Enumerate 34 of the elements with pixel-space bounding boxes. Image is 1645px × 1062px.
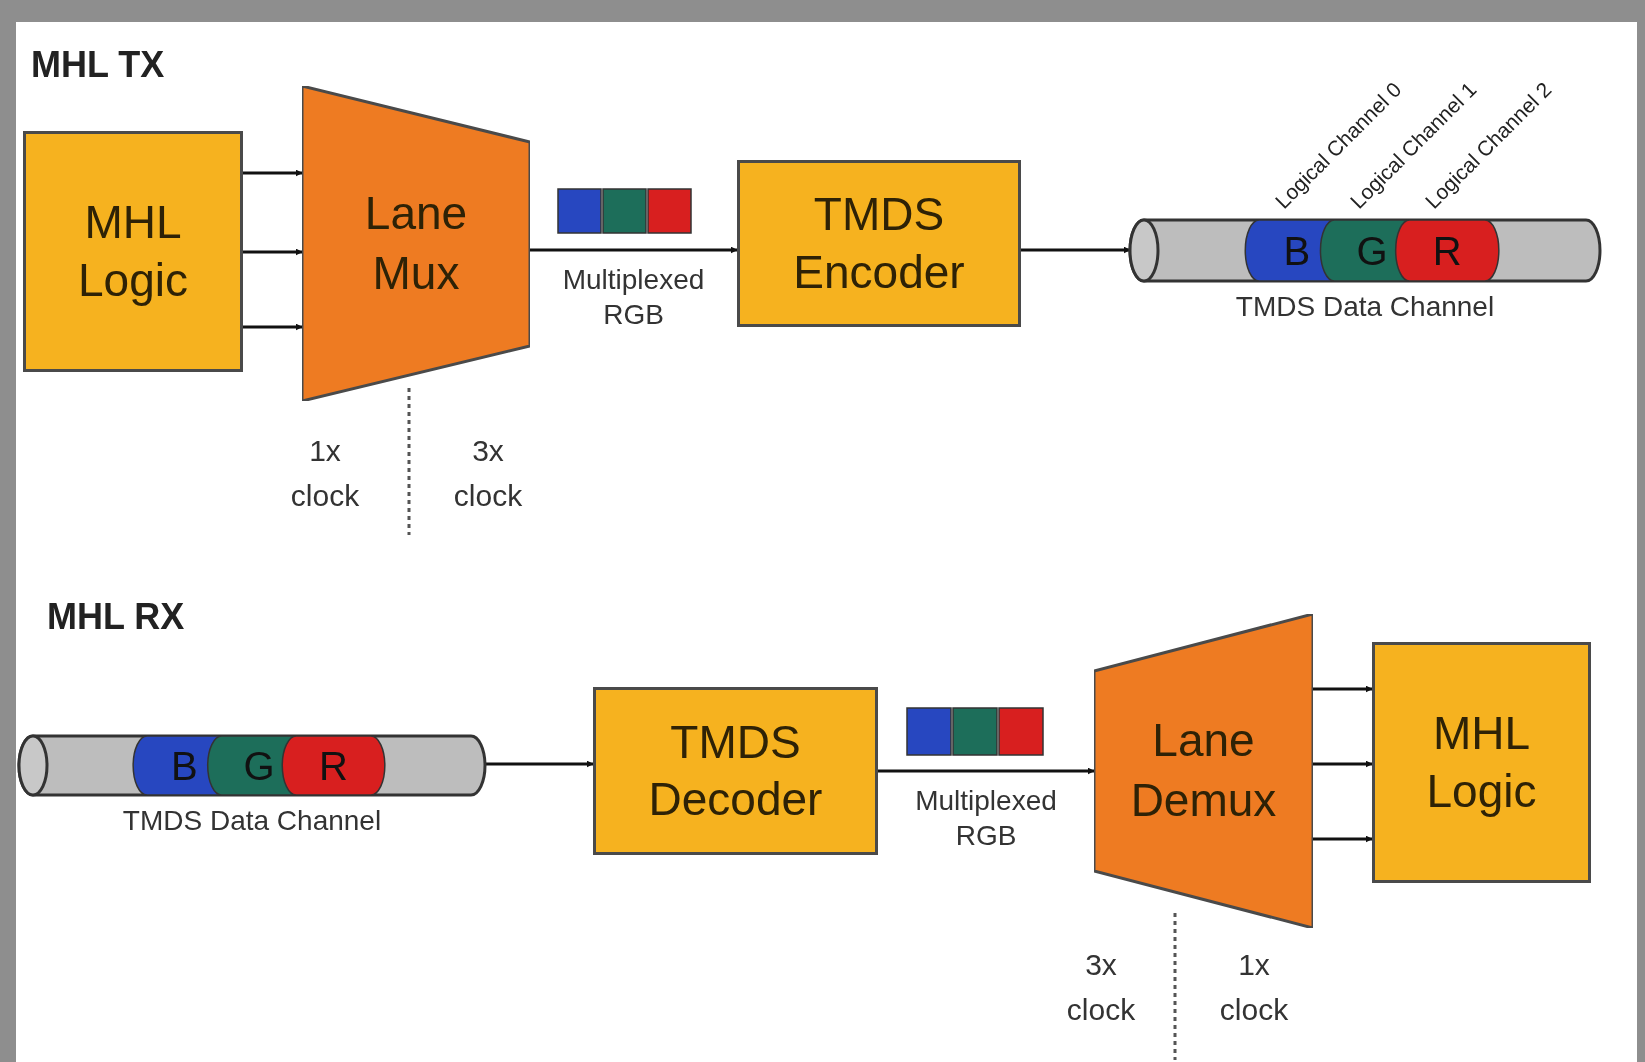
arrow [1313,685,1373,693]
process-box [1372,642,1591,883]
arrow [530,246,738,254]
arrow [485,760,594,768]
box-text: MHL Logic [77,195,189,308]
arrow [243,169,303,177]
channel-letter: B [171,745,198,786]
clock-label: 1x clock [289,433,361,514]
process-box [593,687,878,855]
process-box [737,160,1021,327]
mux-text: Lane Demux [1129,713,1278,828]
section-heading: MHL TX [31,43,165,87]
channel-letter: G [243,745,275,786]
channel-letter: G [1356,230,1388,271]
cable-caption: TMDS Data Channel [1234,293,1496,321]
clock-label: 3x clock [1065,947,1137,1028]
section-heading: MHL RX [47,595,185,639]
mux-text: Lane Mux [363,185,469,301]
arrow [243,323,303,331]
box-text: TMDS Decoder [647,714,824,827]
box-text: TMDS Encoder [792,187,966,300]
arrow [1313,760,1373,768]
clock-label: 1x clock [1218,947,1290,1028]
channel-letter: B [1283,230,1311,271]
arrow [878,767,1095,775]
arrow [243,248,303,256]
box-text: MHL Logic [1425,706,1538,819]
arrow [1021,246,1131,254]
arrow [1313,835,1373,843]
cable-caption: TMDS Data Channel [121,807,383,835]
channel-letter: R [319,745,348,786]
clock-label: 3x clock [452,433,524,514]
process-box [23,131,243,372]
channel-letter: R [1432,230,1462,271]
